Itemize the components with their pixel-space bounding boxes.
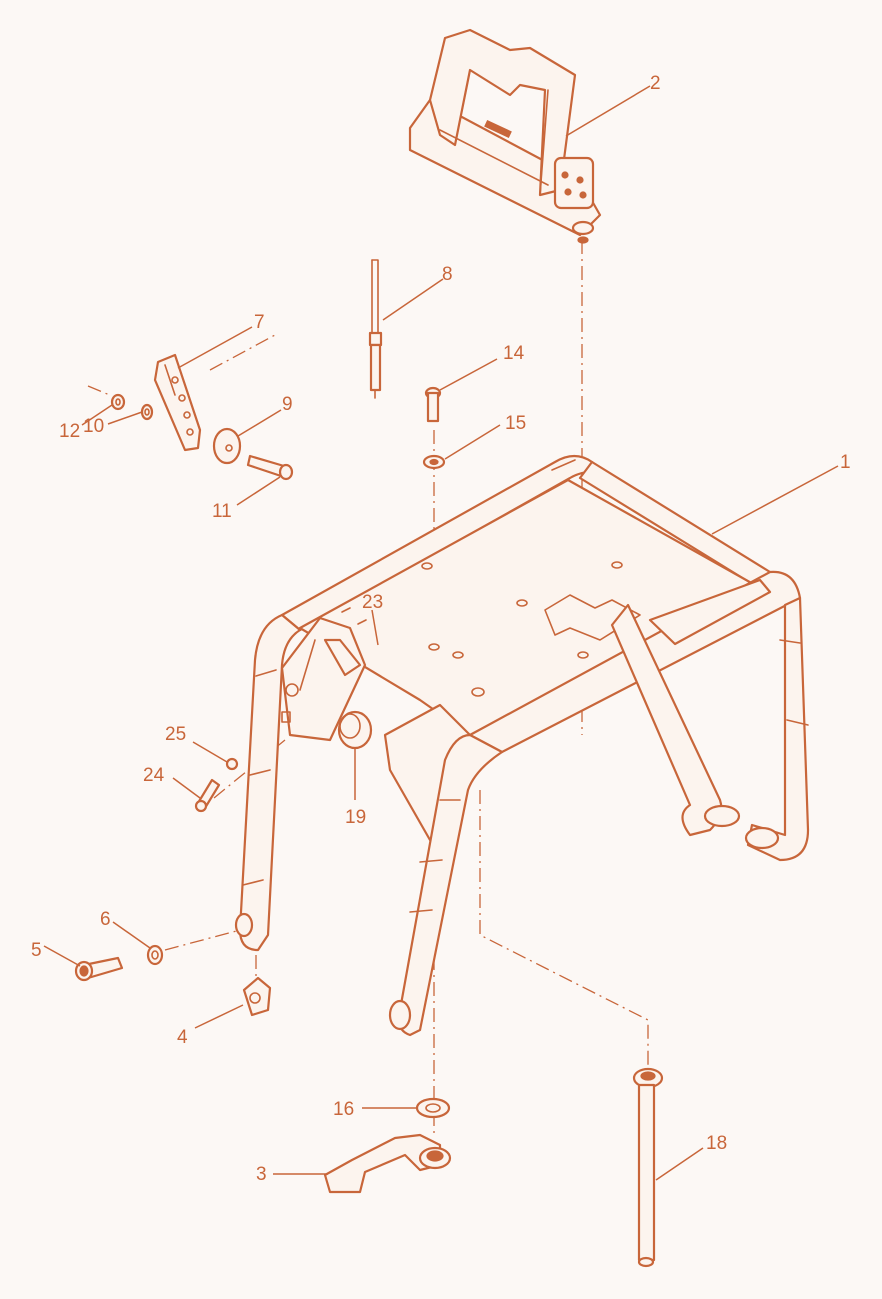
deck-hole <box>428 643 440 651</box>
washer-10 <box>140 403 154 421</box>
callout-3: 3 <box>256 1164 267 1185</box>
latch-arm <box>153 353 202 452</box>
deck-hole <box>471 687 485 697</box>
deck-hole <box>516 599 528 607</box>
washer-6 <box>146 944 164 966</box>
callout-23: 23 <box>362 592 383 613</box>
nut-12 <box>110 393 126 411</box>
long-bolt <box>632 1067 664 1268</box>
deck-hole <box>611 561 623 569</box>
screw-14 <box>424 386 442 423</box>
callout-12: 12 <box>59 421 80 442</box>
callout-14: 14 <box>503 343 525 364</box>
foot-pedal <box>323 1133 452 1194</box>
handle-assembly <box>408 28 602 244</box>
callout-11: 11 <box>212 501 232 522</box>
callout-1: 1 <box>840 452 851 473</box>
callout-18: 18 <box>706 1133 727 1154</box>
bolt-5 <box>74 956 124 982</box>
callout-16: 16 <box>333 1099 354 1120</box>
callout-19: 19 <box>345 807 366 828</box>
washer-9 <box>212 427 242 465</box>
washer-15 <box>422 454 446 470</box>
main-frame <box>234 454 810 1037</box>
washer-16 <box>415 1097 451 1119</box>
deck-hole <box>577 651 589 659</box>
square-nut <box>242 976 272 1017</box>
deck-hole <box>452 651 464 659</box>
leader-lines <box>43 85 839 1181</box>
callout-24: 24 <box>143 765 165 786</box>
callout-numbers: 1 2 3 4 5 6 7 8 9 10 11 12 14 15 16 18 1… <box>31 73 851 1185</box>
callout-15: 15 <box>505 413 526 434</box>
callout-8: 8 <box>442 264 453 285</box>
callout-9: 9 <box>282 394 293 415</box>
l-pin <box>368 259 383 399</box>
bolt-11 <box>246 454 294 481</box>
callout-2: 2 <box>650 73 661 94</box>
callout-6: 6 <box>100 909 111 930</box>
callout-4: 4 <box>177 1027 188 1048</box>
tab-23 <box>341 607 367 625</box>
callout-7: 7 <box>254 312 265 333</box>
callout-10: 10 <box>83 416 104 437</box>
nut-25 <box>225 757 239 771</box>
callout-5: 5 <box>31 940 42 961</box>
callout-25: 25 <box>165 724 186 745</box>
deck-hole <box>421 562 433 570</box>
plug <box>337 710 373 750</box>
screw-24 <box>194 778 221 813</box>
